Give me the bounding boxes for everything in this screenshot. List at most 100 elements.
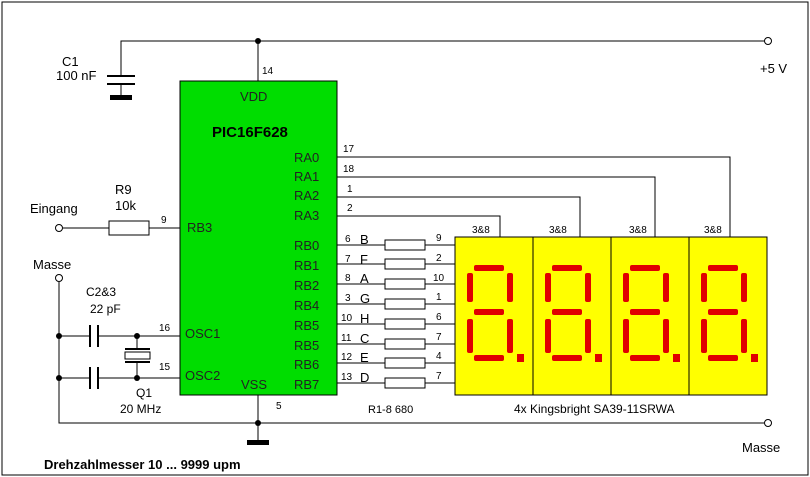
segment-c [585, 319, 591, 353]
ra0-pin-number: 17 [343, 144, 355, 155]
display-pin-6: 7 [436, 332, 442, 343]
rb4-pin-number: 3 [345, 293, 351, 304]
display-pin-2: 2 [436, 253, 442, 264]
segment-b [663, 273, 669, 302]
rb7-pin-number: 13 [341, 372, 353, 383]
digit-2 [545, 265, 602, 362]
segment-g [552, 309, 582, 315]
segment-c [741, 319, 747, 353]
resistor-array-label: R1-8 680 [368, 404, 413, 416]
common-label-3: 3&8 [629, 225, 647, 236]
segment-g: G [360, 291, 370, 306]
porta-wiring [337, 156, 731, 237]
common-label-2: 3&8 [549, 225, 567, 236]
segment-e [701, 319, 707, 353]
segment-f [545, 273, 551, 302]
rb5b-pin-number: 11 [341, 333, 352, 344]
display-pin-3: 10 [433, 273, 445, 284]
resistor-r9 [108, 220, 150, 236]
segment-f [623, 273, 629, 302]
segment-a [630, 265, 660, 271]
segment-b: B [360, 232, 369, 247]
segment-d: D [360, 370, 369, 385]
segment-d [708, 355, 738, 361]
segment-a [552, 265, 582, 271]
pin-ra1: RA1 [294, 169, 319, 184]
digit-4 [701, 265, 758, 362]
display-pin-5: 6 [436, 312, 442, 323]
segment-g [708, 309, 738, 315]
ic-body [179, 80, 338, 396]
segment-c [663, 319, 669, 353]
masse-right-label: Masse [742, 440, 780, 455]
pin-rb0: RB0 [294, 238, 319, 253]
ground-wiring [55, 274, 772, 445]
c23-value: 22 pF [90, 302, 121, 316]
display-pin-4: 1 [436, 292, 442, 303]
common-label-4: 3&8 [704, 225, 722, 236]
osc2-pin-number: 15 [159, 362, 171, 373]
input-wiring [55, 220, 180, 236]
masse-left-label: Masse [33, 257, 71, 272]
pin-rb1: RB1 [294, 258, 319, 273]
display-pin-7: 4 [436, 351, 442, 362]
rb0-pin-number: 6 [345, 234, 351, 245]
display-pin-8: 7 [436, 371, 442, 382]
pin-rb7: RB7 [294, 377, 319, 392]
osc1-pin-number: 16 [159, 323, 171, 334]
segment-a [474, 265, 504, 271]
common-label-1: 3&8 [472, 225, 490, 236]
segment-e [623, 319, 629, 353]
r9-value: 10k [115, 198, 136, 213]
segment-b [507, 273, 513, 302]
input-terminal [55, 224, 63, 232]
c23-label: C2&3 [86, 285, 116, 299]
decimal-point [673, 354, 680, 362]
pin-ra0: RA0 [294, 150, 319, 165]
pin-ra2: RA2 [294, 188, 319, 203]
segment-e [545, 319, 551, 353]
decimal-point [751, 354, 758, 362]
segment-f [701, 273, 707, 302]
supply-rail [120, 37, 772, 81]
pin-vss: VSS [241, 377, 267, 392]
segment-d [630, 355, 660, 361]
ra2-pin-number: 1 [347, 184, 353, 195]
pin-rb4: RB4 [294, 298, 319, 313]
segment-g [474, 309, 504, 315]
segment-d [474, 355, 504, 361]
pin-osc2: OSC2 [185, 368, 220, 383]
segment-e [467, 319, 473, 353]
seven-segment-digits [467, 265, 758, 362]
input-label: Eingang [30, 201, 78, 216]
rb2-pin-number: 8 [345, 273, 351, 284]
digit-1 [467, 265, 524, 362]
portb-wiring [337, 239, 455, 389]
ic-name: PIC16F628 [212, 124, 288, 141]
schematic-title: Drehzahlmesser 10 ... 9999 upm [44, 457, 241, 472]
supply-terminal [764, 37, 772, 45]
ground-terminal-right [764, 419, 772, 427]
segment-f [467, 273, 473, 302]
pin-rb2: RB2 [294, 278, 319, 293]
pin-rb5b: RB5 [294, 338, 319, 353]
c1-value: 100 nF [56, 68, 97, 83]
pin-rb5: RB5 [294, 318, 319, 333]
vdd-pin-number: 14 [262, 66, 274, 77]
crystal-q1 [124, 351, 151, 360]
segment-f: F [360, 252, 368, 267]
segment-b [585, 273, 591, 302]
r9-label: R9 [115, 182, 132, 197]
segment-a: A [360, 271, 369, 286]
ra3-pin-number: 2 [347, 203, 353, 214]
capacitor-c1 [107, 75, 135, 100]
segment-d [552, 355, 582, 361]
rb5-pin-number: 10 [341, 313, 353, 324]
segment-b [741, 273, 747, 302]
pin-rb6: RB6 [294, 357, 319, 372]
pin-rb3: RB3 [187, 220, 212, 235]
decimal-point [595, 354, 602, 362]
q1-value: 20 MHz [120, 402, 161, 416]
